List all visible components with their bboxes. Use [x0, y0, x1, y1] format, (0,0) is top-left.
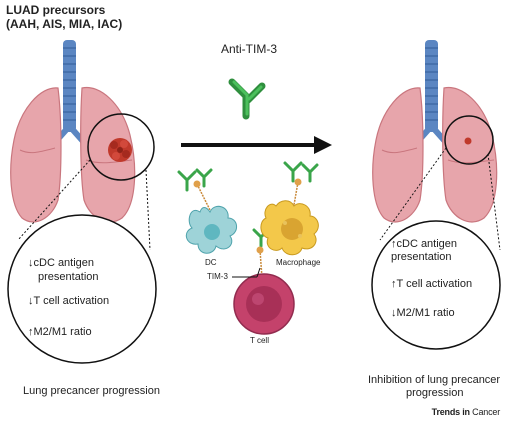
- right-caption-line1: Inhibition of lung precancer: [368, 374, 501, 386]
- left-zoom-line-a: [17, 159, 91, 241]
- left-effect-2: ↓T cell activation: [28, 295, 110, 307]
- drug-label: Anti-TIM-3: [221, 42, 278, 56]
- left-lung-lobe: [10, 87, 62, 223]
- right-effect-1b: presentation: [391, 251, 452, 263]
- right-effect-2: ↑T cell activation: [391, 278, 473, 290]
- dc-label: DC: [205, 258, 217, 267]
- left-effect-1b: presentation: [38, 271, 99, 283]
- right-tumor: [464, 137, 472, 145]
- right-zoom-circle: [444, 115, 494, 165]
- right-zoom-line-a: [379, 147, 447, 241]
- left-effect-circle: [7, 214, 157, 364]
- macrophage-label: Macrophage: [276, 258, 321, 267]
- left-zoom-line-b: [145, 169, 151, 251]
- antibody-dc-icon-2: [195, 168, 213, 188]
- right-caption-line2: progression: [406, 387, 464, 399]
- right-lungs: [372, 40, 498, 223]
- macrophage-cell: [260, 200, 319, 256]
- left-effect-3: ↑M2/M1 ratio: [28, 326, 92, 338]
- diagram-title-line1: LUAD precursors: [6, 3, 106, 17]
- journal-brand-bold: Trends in: [431, 407, 470, 417]
- tcell-label: T cell: [250, 336, 269, 345]
- antibody-macrophage-icon: [283, 161, 303, 183]
- left-zoom-circle: [87, 113, 155, 181]
- left-tumor: [108, 138, 132, 162]
- right-effect-3: ↓M2/M1 ratio: [391, 307, 455, 319]
- tim3-receptor-dc: [193, 180, 213, 215]
- journal-brand-rest: Cancer: [472, 407, 500, 417]
- tim3-receptor-macrophage: [293, 178, 302, 206]
- treatment-arrow: [181, 136, 332, 154]
- journal-brand: Trends in Cancer: [431, 407, 501, 417]
- antibody-macrophage-icon-2: [301, 163, 319, 183]
- right-zoom-line-b: [487, 153, 501, 251]
- right-effect-1: ↑cDC antigen: [391, 238, 458, 250]
- left-effect-1: ↓cDC antigen: [28, 257, 95, 269]
- right-effect-circle: [371, 220, 501, 350]
- antibody-icon: [228, 78, 266, 120]
- tim3-receptor-tcell: [256, 246, 264, 279]
- right-left-lung-lobe: [372, 87, 424, 223]
- tcell-cell: [233, 273, 295, 335]
- left-lungs: [10, 40, 136, 223]
- antibody-dc-icon: [177, 170, 197, 192]
- tim3-label: TIM-3: [207, 272, 228, 281]
- diagram-title-line2: (AAH, AIS, MIA, IAC): [6, 17, 123, 31]
- left-caption: Lung precancer progression: [23, 385, 160, 397]
- dc-cell: [185, 205, 237, 254]
